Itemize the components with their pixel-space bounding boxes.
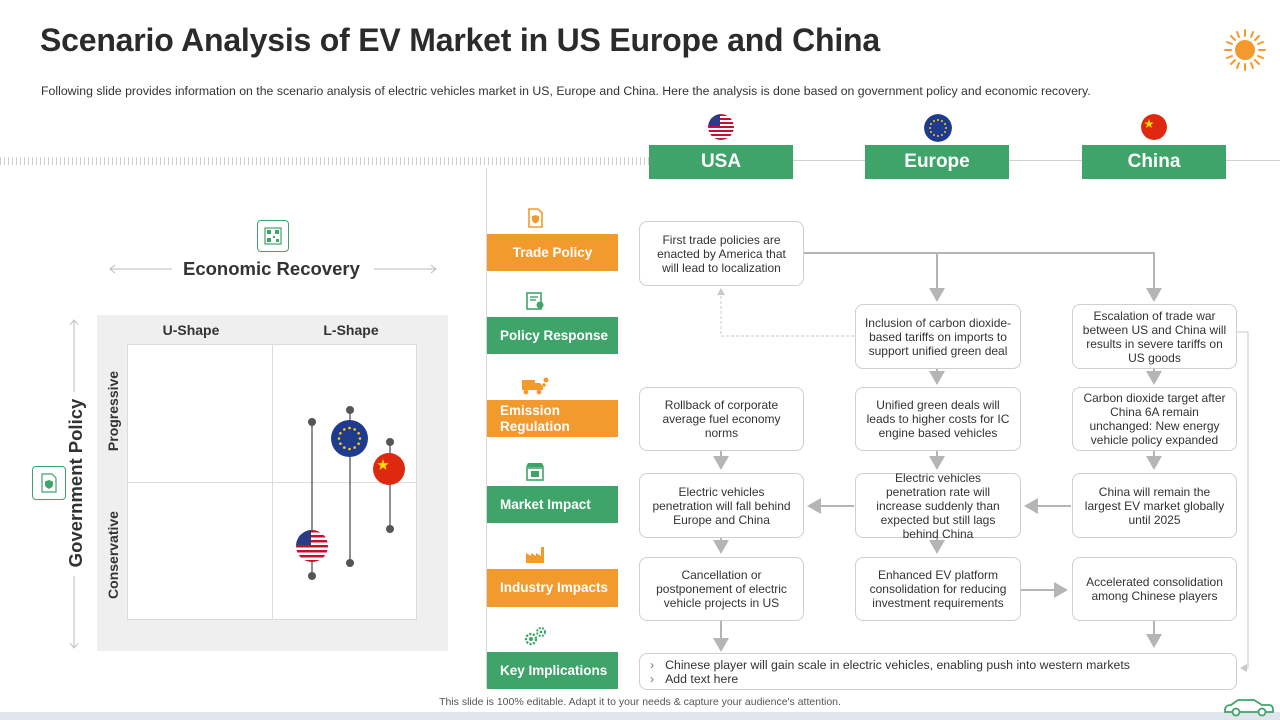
box-market-usa: Electric vehicles penetration will fall … xyxy=(639,473,804,538)
economic-recovery-title: Economic Recovery xyxy=(183,258,360,279)
factory-icon xyxy=(526,547,544,563)
us-flag-icon xyxy=(708,114,734,140)
box-market-europe: Electric vehicles penetration rate will … xyxy=(855,471,1021,541)
box-policy-europe: Inclusion of carbon dioxide-based tariff… xyxy=(855,304,1021,369)
chevron-right-icon: › xyxy=(650,658,655,672)
bottom-bar xyxy=(0,712,1280,720)
box-emission-china: Carbon dioxide target after China 6A rem… xyxy=(1072,387,1237,451)
implication-text: Chinese player will gain scale in electr… xyxy=(665,658,1130,672)
category-policy-response: Policy Response xyxy=(487,317,618,354)
row-header-progressive: Progressive xyxy=(105,370,121,452)
car-icon xyxy=(1224,699,1274,717)
category-trade-policy: Trade Policy xyxy=(487,234,618,271)
implication-item: › Add text here xyxy=(650,672,1236,686)
box-policy-china: Escalation of trade war between US and C… xyxy=(1072,304,1237,369)
chevron-right-icon: › xyxy=(650,672,655,686)
government-policy-arrows xyxy=(69,319,79,649)
qr-chip-icon xyxy=(264,227,282,245)
economic-recovery-arrows xyxy=(109,264,437,274)
implication-item: › Chinese player will gain scale in elect… xyxy=(650,658,1236,672)
column-header-l-shape: L-Shape xyxy=(323,322,379,338)
china-marker-icon xyxy=(373,453,405,485)
us-marker-icon xyxy=(296,530,328,562)
sun-icon xyxy=(1224,29,1266,71)
region-header-usa: USA xyxy=(649,145,793,179)
economic-recovery-badge xyxy=(257,220,289,252)
page-title: Scenario Analysis of EV Market in US Eur… xyxy=(40,22,880,58)
vertical-divider xyxy=(486,168,487,688)
gears-icon xyxy=(524,627,546,646)
shield-document-icon xyxy=(528,208,543,228)
footer-note: This slide is 100% editable. Adapt it to… xyxy=(439,696,841,708)
implications-box: › Chinese player will gain scale in elect… xyxy=(639,653,1237,690)
category-key-implications: Key Implications xyxy=(487,652,618,689)
column-header-u-shape: U-Shape xyxy=(162,322,220,338)
box-industry-usa: Cancellation or postponement of electric… xyxy=(639,557,804,621)
matrix-horizontal-line xyxy=(128,482,416,483)
box-industry-china: Accelerated consolidation among Chinese … xyxy=(1072,557,1237,621)
box-emission-usa: Rollback of corporate average fuel econo… xyxy=(639,387,804,451)
region-header-europe: Europe xyxy=(865,145,1009,179)
government-policy-title: Government Policy xyxy=(65,398,86,568)
market-stall-icon xyxy=(526,463,544,481)
category-market-impact: Market Impact xyxy=(487,486,618,523)
emission-truck-icon xyxy=(522,377,549,395)
eu-marker-icon xyxy=(331,420,368,457)
category-emission-regulation: Emission Regulation xyxy=(487,400,618,437)
region-header-china: China xyxy=(1082,145,1226,179)
hatched-divider xyxy=(0,157,650,165)
government-policy-badge xyxy=(32,466,66,500)
box-trade-usa: First trade policies are enacted by Amer… xyxy=(639,221,804,286)
category-industry-impacts: Industry Impacts xyxy=(487,569,618,607)
row-header-conservative: Conservative xyxy=(105,511,121,599)
box-market-china: China will remain the largest EV market … xyxy=(1072,473,1237,538)
page-subtitle: Following slide provides information on … xyxy=(41,84,1091,98)
china-flag-icon xyxy=(1141,114,1167,140)
implication-text: Add text here xyxy=(665,672,739,686)
shield-check-icon xyxy=(41,473,57,493)
certificate-icon xyxy=(526,292,544,310)
box-industry-europe: Enhanced EV platform consolidation for r… xyxy=(855,557,1021,621)
eu-flag-icon xyxy=(924,114,952,142)
box-emission-europe: Unified green deals will leads to higher… xyxy=(855,387,1021,451)
